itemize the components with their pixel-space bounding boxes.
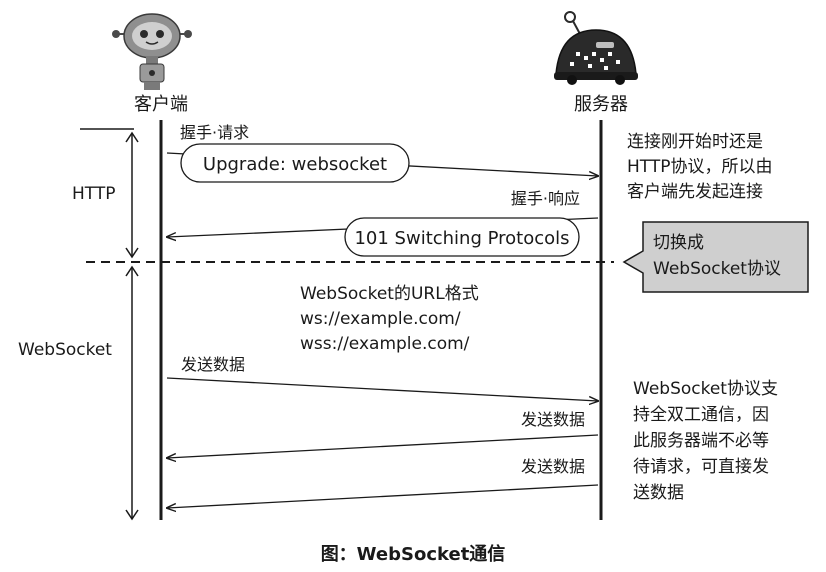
websocket-note-line: 待请求，可直接发 xyxy=(633,457,769,477)
switching-bubble xyxy=(344,217,580,257)
client-label: 客户端 xyxy=(134,94,188,115)
http-note-line: HTTP协议，所以由 xyxy=(627,157,773,177)
url-format: WebSocket的URL格式 ws://example.com/ wss://… xyxy=(300,284,479,354)
handshake-request-label: 握手·请求 xyxy=(180,123,249,142)
http-note-line: 连接刚开始时还是 xyxy=(627,132,763,152)
handshake-response-label: 握手·响应 xyxy=(511,189,580,208)
url-format-wss: wss://example.com/ xyxy=(300,334,470,354)
websocket-note-line: 送数据 xyxy=(633,483,684,503)
send-data-arrow-3 xyxy=(167,484,599,508)
http-phase-label: HTTP xyxy=(72,184,116,204)
url-format-ws: ws://example.com/ xyxy=(300,309,461,329)
upgrade-bubble xyxy=(180,143,410,183)
url-format-title: WebSocket的URL格式 xyxy=(300,284,479,304)
switch-callout: 切换成 WebSocket协议 xyxy=(622,221,809,293)
robot-client-icon xyxy=(112,13,192,90)
websocket-phase-label: WebSocket xyxy=(18,340,112,360)
switch-callout-line: WebSocket协议 xyxy=(653,259,781,279)
send-data-label-1: 发送数据 xyxy=(181,355,245,374)
figure-caption: 图：WebSocket通信 xyxy=(321,543,506,565)
websocket-note: WebSocket协议支 持全双工通信，因 此服务器端不必等 待请求，可直接发 … xyxy=(633,379,778,503)
send-data-label-3: 发送数据 xyxy=(521,457,585,476)
http-phase-bracket xyxy=(125,131,139,259)
websocket-phase-bracket xyxy=(125,265,139,521)
upgrade-bubble-text: Upgrade: websocket xyxy=(203,154,387,175)
websocket-note-line: 此服务器端不必等 xyxy=(633,431,769,451)
websocket-note-line: WebSocket协议支 xyxy=(633,379,778,399)
robot-server-icon xyxy=(554,11,638,85)
websocket-note-line: 持全双工通信，因 xyxy=(633,405,769,425)
http-note: 连接刚开始时还是 HTTP协议，所以由 客户端先发起连接 xyxy=(627,132,773,202)
server-label: 服务器 xyxy=(574,94,628,115)
http-note-line: 客户端先发起连接 xyxy=(627,182,763,202)
send-data-arrow-1 xyxy=(166,377,598,401)
switch-callout-line: 切换成 xyxy=(653,233,704,253)
send-data-label-2: 发送数据 xyxy=(521,410,585,429)
send-data-arrow-2 xyxy=(167,434,599,458)
switching-bubble-text: 101 Switching Protocols xyxy=(354,228,569,249)
